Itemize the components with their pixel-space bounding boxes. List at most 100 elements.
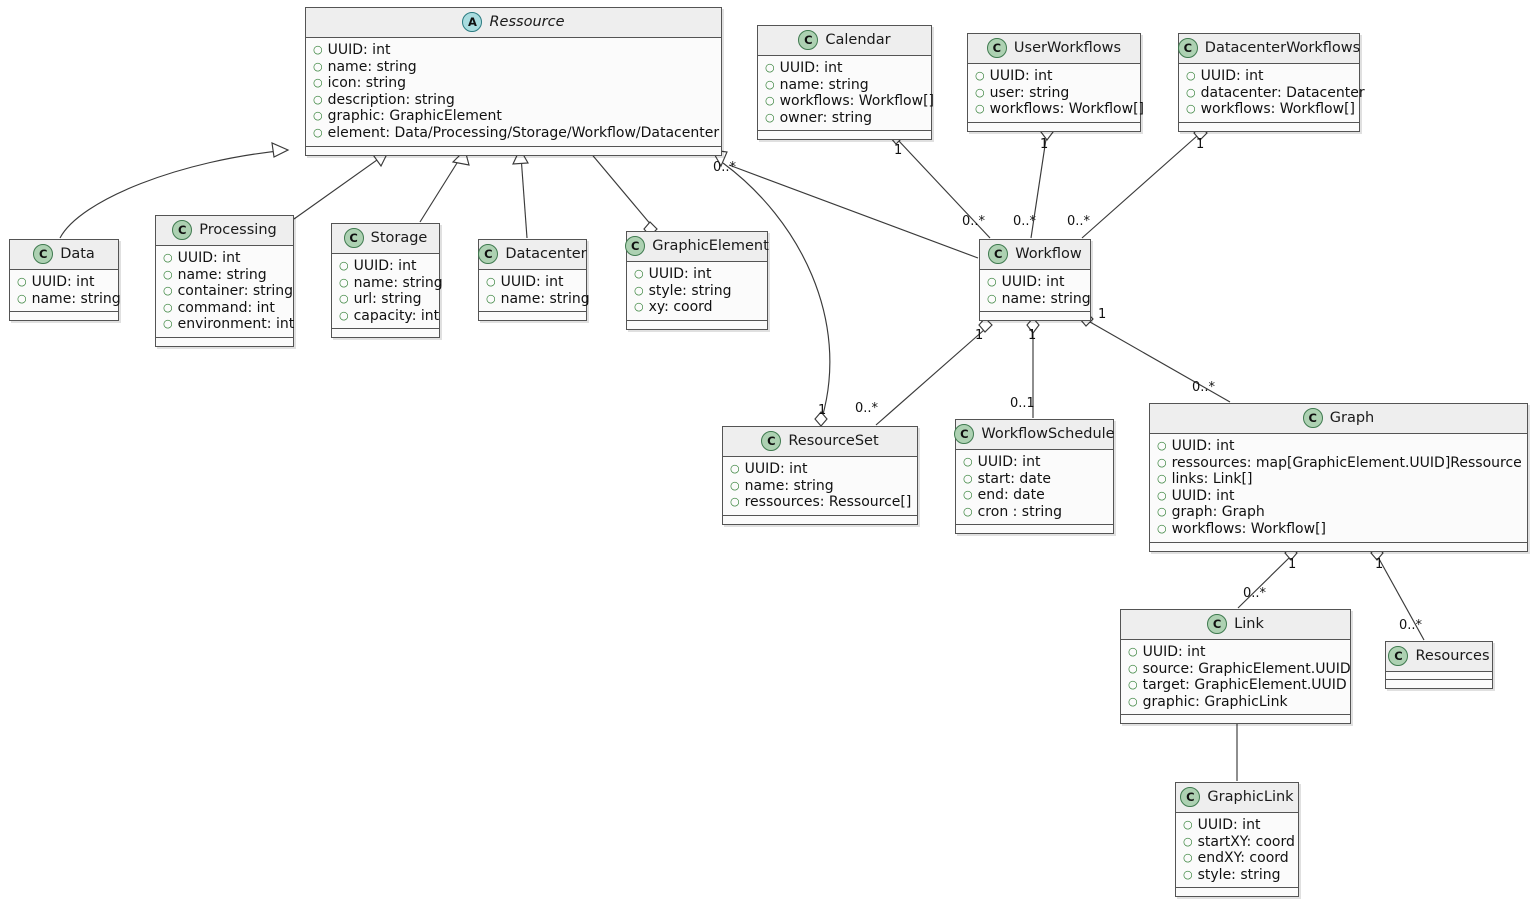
class-methods-compartment-storage [332,329,439,338]
attribute-visibility-icon: ○ [339,292,349,306]
class-methods-compartment-processing [156,337,293,346]
class-badge-icon: C [343,228,364,248]
attribute-label: UUID: int [1171,487,1235,504]
attribute-label: name: string [327,58,417,75]
class-attribute: ○name: string [17,291,121,308]
attribute-visibility-icon: ○ [634,267,644,280]
class-attribute: ○UUID: int [1157,438,1520,455]
class-title-resourceset: ResourceSet [788,433,879,449]
attribute-visibility-icon: ○ [313,59,323,73]
class-title-ressource: Ressource [489,14,565,30]
multiplicity-label-m-calendar-workflow: 1 [894,143,903,158]
class-methods-compartment-workflowschedule [956,525,1113,534]
attribute-label: end: date [977,487,1045,504]
multiplicity-label-m-ressource-set: 0..* [713,160,737,175]
class-badge-icon: C [1180,787,1201,807]
attribute-label: startXY: coord [1197,833,1295,850]
attribute-visibility-icon: ○ [730,478,740,492]
class-attribute: ○style: string [634,283,760,300]
class-attribute: ○user: string [975,85,1133,102]
attribute-label: name: string [177,266,267,283]
attribute-label: endXY: coord [1197,850,1289,867]
attribute-label: name: string [500,290,590,307]
class-attribute: ○element: Data/Processing/Storage/Workfl… [313,125,719,142]
class-methods-compartment-calendar [758,131,931,140]
attribute-visibility-icon: ○ [1183,851,1193,865]
attribute-visibility-icon: ○ [975,102,985,116]
class-attribute: ○UUID: int [1157,488,1520,505]
multiplicity-label-m-schedule-01: 0..1 [1010,396,1035,411]
attribute-visibility-icon: ○ [17,275,27,288]
attribute-label: workflows: Workflow[] [779,93,934,110]
attribute-label: UUID: int [744,461,808,477]
class-attribute: ○UUID: int [17,274,111,291]
attribute-visibility-icon: ○ [313,43,323,56]
attribute-label: UUID: int [1197,817,1261,833]
attribute-label: UUID: int [1171,438,1235,454]
multiplicity-label-m-resources-0n: 0..* [1399,618,1423,633]
attribute-label: target: GraphicElement.UUID [1142,677,1347,694]
attribute-label: UUID: int [779,60,843,76]
class-attributes-workflowschedule: ○UUID: int○start: date○end: date○cron : … [956,450,1113,526]
attribute-visibility-icon: ○ [1186,69,1196,82]
inheritance-arrow-data [271,142,290,158]
attribute-visibility-icon: ○ [1128,645,1138,658]
class-attribute: ○start: date [963,471,1106,488]
class-attributes-graph: ○UUID: int○ressources: map[GraphicElemen… [1150,434,1527,543]
attribute-visibility-icon: ○ [1183,834,1193,848]
class-title-graph: Graph [1329,410,1375,426]
attribute-visibility-icon: ○ [486,275,496,288]
attribute-label: start: date [977,470,1051,487]
class-badge-icon: C [1207,614,1228,634]
multiplicity-label-m-workflow-calendar: 0..* [962,214,986,229]
class-attribute: ○url: string [339,291,432,308]
attribute-label: UUID: int [1200,68,1264,84]
attribute-label: graphic: GraphicLink [1142,693,1288,710]
class-title-data: Data [60,246,95,262]
class-attribute: ○workflows: Workflow[] [975,101,1144,118]
class-badge-icon: C [798,30,819,50]
attribute-visibility-icon: ○ [1157,455,1167,469]
class-badge-icon: C [1388,646,1409,666]
edge-workflow-resourceset [875,329,985,426]
class-methods-compartment-graphicelement [627,320,767,329]
attribute-visibility-icon: ○ [1183,867,1193,881]
attribute-label: UUID: int [1001,274,1065,290]
class-attribute: ○UUID: int [730,461,910,478]
attribute-label: name: string [779,76,869,93]
class-title-datacenterworkflows: DatacenterWorkflows [1204,40,1361,56]
multiplicity-label-m-graph-resources-1: 1 [1375,557,1384,572]
attribute-visibility-icon: ○ [163,317,173,331]
attribute-label: graphic: GraphicElement [327,108,502,125]
class-attribute: ○UUID: int [1183,817,1291,834]
attribute-label: ressources: map[GraphicElement.UUID]Ress… [1171,454,1522,471]
class-attributes-datacenterworkflows: ○UUID: int○datacenter: Datacenter○workfl… [1179,64,1365,123]
class-badge-icon: C [625,236,646,256]
class-attributes-graphiclink: ○UUID: int○startXY: coord○endXY: coord○s… [1176,813,1298,889]
class-attributes-datacenter: ○UUID: int○name: string [479,270,590,313]
attribute-label: xy: coord [648,299,713,316]
